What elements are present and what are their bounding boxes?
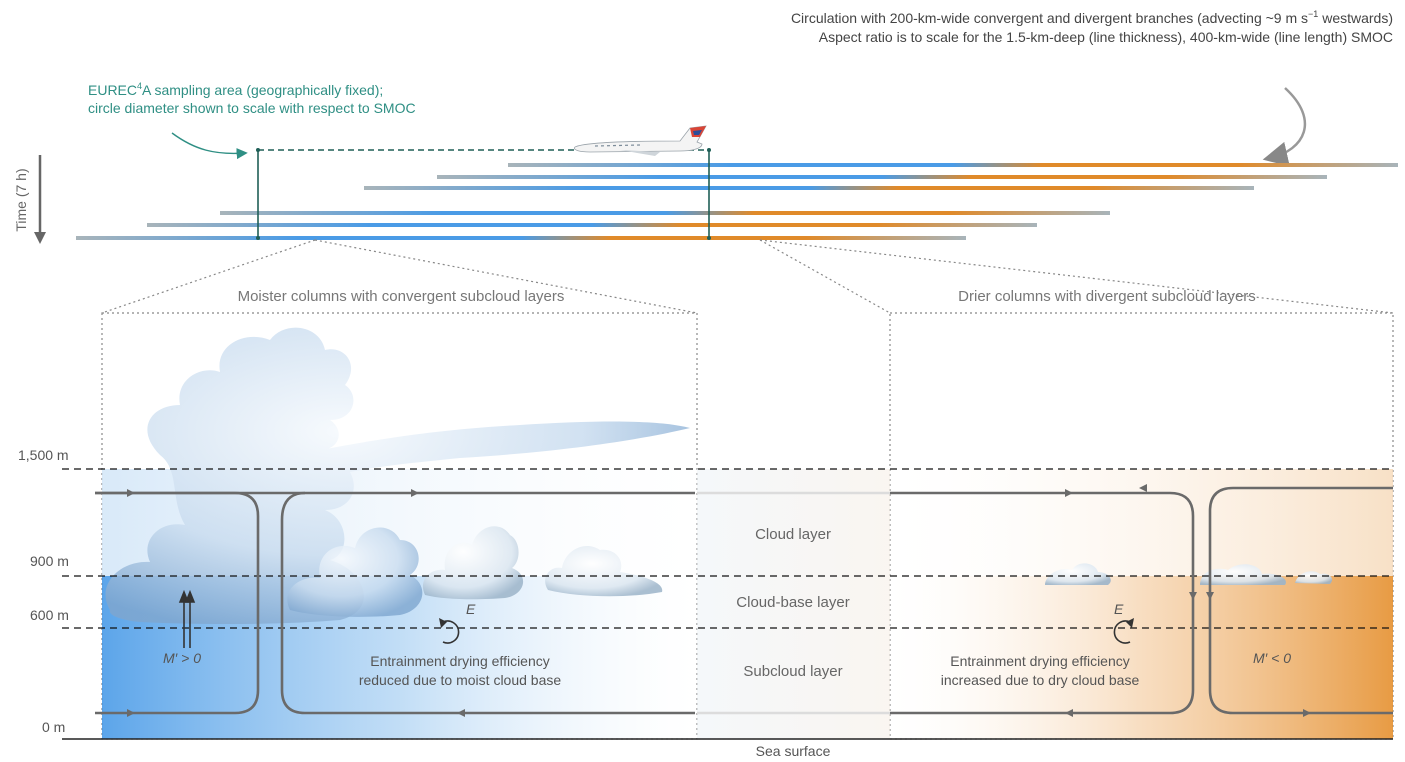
left-panel-title: Moister columns with convergent subcloud…	[238, 288, 565, 305]
time-axis-label: Time (7 h)	[13, 168, 29, 231]
altitude-label-0: 0 m	[42, 719, 65, 735]
smoc-line-4	[220, 211, 1110, 215]
right-flux-label: M′ < 0	[1253, 650, 1291, 666]
right-entrainment-text-2: increased due to dry cloud base	[941, 672, 1140, 688]
cloud-layer-label: Cloud layer	[755, 526, 831, 543]
aircraft-icon	[573, 125, 707, 156]
flow-arrows	[127, 484, 1311, 717]
altitude-label-900: 900 m	[30, 553, 69, 569]
mid-faint-lines	[697, 491, 890, 715]
cloud-base-layer-label: Cloud-base layer	[736, 594, 849, 611]
entrainment-loop-left	[439, 618, 460, 644]
header-line1: Circulation with 200-km-wide convergent …	[791, 9, 1393, 26]
entrainment-loop-right	[1113, 618, 1134, 644]
left-entrainment-text-1: Entrainment drying efficiency	[370, 653, 550, 669]
left-entrainment-text-2: reduced due to moist cloud base	[359, 672, 562, 688]
eurec-line1: EUREC4A sampling area (geographically fi…	[88, 81, 383, 98]
altitude-label-600: 600 m	[30, 607, 69, 623]
right-clouds	[1045, 563, 1333, 585]
smoc-line-3	[364, 186, 1254, 190]
subcloud-layer-label: Subcloud layer	[743, 663, 842, 680]
header-pointer-arrow	[1262, 87, 1307, 167]
time-axis-arrowhead	[34, 232, 46, 244]
eurec-line2: circle diameter shown to scale with resp…	[88, 100, 416, 116]
altitude-label-1500: 1,500 m	[18, 447, 69, 463]
entrainment-symbol-right: E	[1114, 601, 1124, 617]
right-entrainment-text-1: Entrainment drying efficiency	[950, 653, 1130, 669]
sea-surface-label: Sea surface	[756, 743, 831, 759]
entrainment-symbol-left: E	[466, 601, 476, 617]
smoc-line-5	[147, 223, 1037, 227]
smoc-lines	[76, 163, 1398, 240]
left-clouds	[105, 327, 690, 625]
smoc-line-6	[76, 236, 966, 240]
flux-up-arrows	[178, 589, 196, 648]
left-flux-label: M′ > 0	[163, 650, 201, 666]
header-line2: Aspect ratio is to scale for the 1.5-km-…	[819, 29, 1393, 45]
right-panel-title: Drier columns with divergent subcloud la…	[958, 288, 1256, 305]
altitude-lines	[62, 468, 1393, 629]
smoc-line-2	[437, 175, 1327, 179]
eurec-pointer-arrow	[171, 132, 248, 160]
smoc-line-1	[508, 163, 1398, 167]
circulation-loops	[95, 486, 1393, 715]
